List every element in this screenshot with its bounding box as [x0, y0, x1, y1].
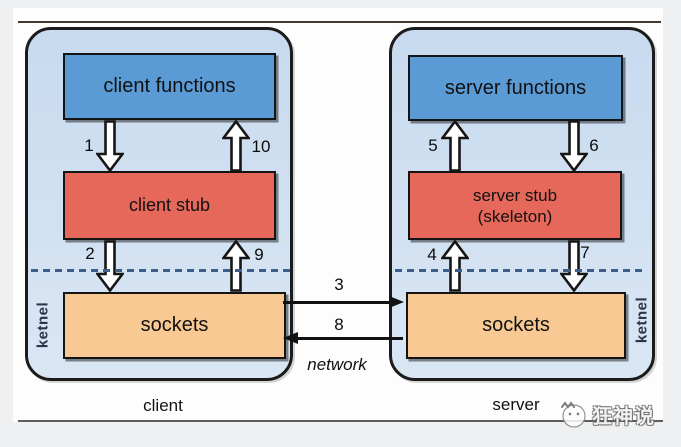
server-functions-box: server functions — [408, 55, 623, 121]
client-sockets-label: sockets — [140, 314, 209, 336]
step-9-up-arrow-icon — [222, 240, 250, 292]
server-stub-label-line1: server stub — [472, 185, 558, 205]
network-response-arrow-line — [297, 337, 403, 340]
client-panel: client functions 1 10 client stub 2 9 so… — [25, 27, 293, 381]
step-1-label: 1 — [84, 136, 94, 155]
client-functions-label: client functions — [103, 75, 236, 97]
client-kernel-label: ketnel — [34, 301, 52, 349]
server-panel: server functions 5 6 server stub (skelet… — [389, 27, 655, 381]
step-4-label: 4 — [427, 245, 437, 264]
step-10-label: 10 — [251, 137, 271, 156]
client-kernel-boundary-line — [31, 269, 290, 272]
server-panel-caption: server — [492, 395, 540, 414]
step-7-down-arrow-icon — [560, 240, 588, 292]
network-request-arrow-line — [283, 301, 390, 304]
network-request-arrowhead-icon — [389, 296, 404, 308]
step-1-down-arrow-icon — [96, 120, 124, 172]
client-stub-label: client stub — [128, 195, 211, 215]
step-9-label: 9 — [254, 245, 264, 264]
top-divider-line — [18, 21, 661, 23]
server-sockets-box: sockets — [406, 292, 626, 359]
step-10-up-arrow-icon — [222, 120, 250, 172]
server-kernel-boundary-line — [395, 269, 643, 272]
step-3-label: 3 — [334, 275, 344, 294]
client-stub-box: client stub — [63, 171, 276, 240]
step-6-label: 6 — [589, 136, 599, 155]
step-6-down-arrow-icon — [560, 120, 588, 172]
watermark-text: 狂神说 — [592, 405, 655, 428]
step-8-label: 8 — [334, 315, 344, 334]
brand-logo-icon — [561, 401, 586, 428]
step-5-label: 5 — [428, 136, 438, 155]
network-response-arrowhead-icon — [283, 332, 298, 344]
bottom-divider-line — [18, 420, 663, 422]
client-panel-caption: client — [143, 396, 183, 415]
server-kernel-label: ketnel — [633, 296, 651, 344]
step-5-up-arrow-icon — [441, 120, 469, 172]
server-functions-label: server functions — [444, 76, 587, 99]
client-functions-box: client functions — [63, 53, 276, 120]
watermark: 狂神说 — [558, 396, 678, 432]
step-2-label: 2 — [85, 244, 95, 263]
server-stub-label-line2: (skeleton) — [477, 206, 553, 226]
step-4-up-arrow-icon — [441, 240, 469, 292]
server-sockets-label: sockets — [482, 314, 550, 336]
server-stub-box: server stub (skeleton) — [408, 171, 622, 240]
step-7-label: 7 — [580, 243, 590, 262]
step-2-down-arrow-icon — [96, 240, 124, 292]
network-label: network — [307, 355, 367, 374]
client-sockets-box: sockets — [63, 292, 286, 359]
